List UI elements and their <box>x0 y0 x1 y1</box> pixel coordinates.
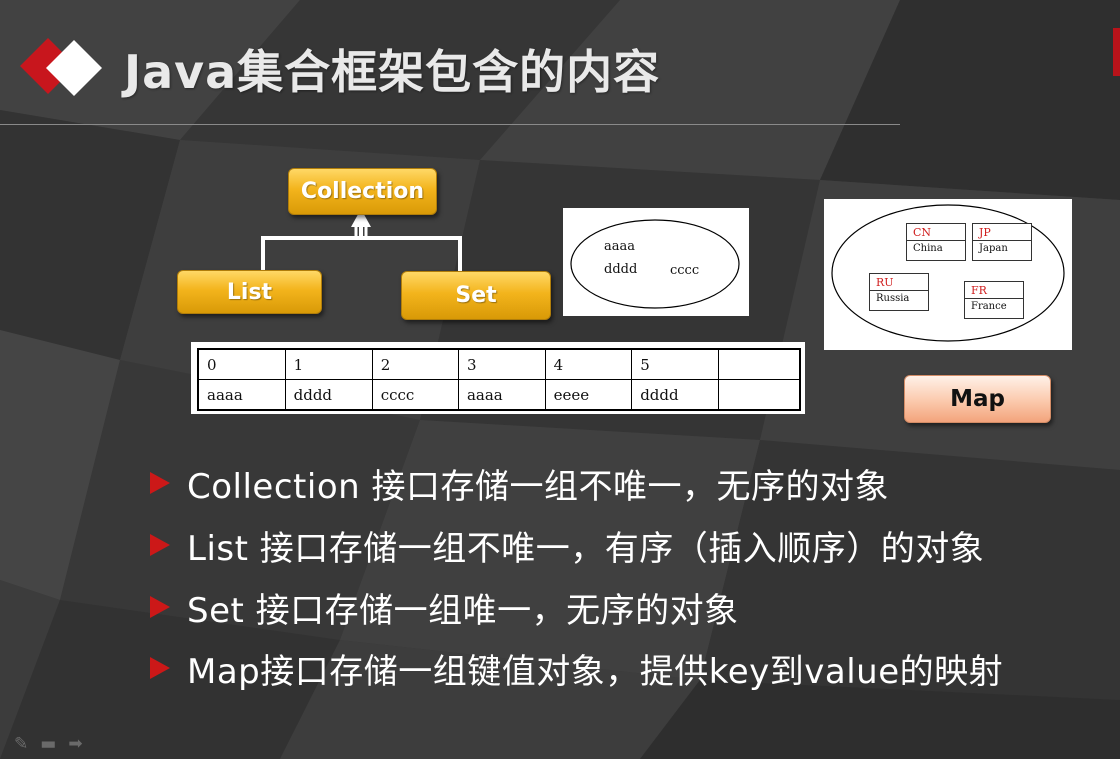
value-cell: aaaa <box>197 379 286 411</box>
set-example-panel: aaaa dddd cccc <box>563 208 749 316</box>
screen-icon[interactable]: ▬ <box>40 734 57 754</box>
logo-icon <box>20 38 102 96</box>
value-cell: aaaa <box>457 379 546 411</box>
set-ellipse <box>570 219 740 309</box>
value-cell: cccc <box>371 379 459 411</box>
map-key: CN <box>913 226 932 239</box>
value-cell: dddd <box>631 379 720 411</box>
map-key: JP <box>979 226 991 239</box>
index-cell: 5 <box>631 348 720 380</box>
map-ellipse <box>831 204 1065 342</box>
index-cell: 3 <box>457 348 546 380</box>
map-entry-jp: JP Japan <box>972 223 1032 261</box>
map-entry-cn: CN China <box>906 223 966 261</box>
list-example-table: 0 1 2 3 4 5 aaaa dddd cccc aaaa eeee ddd… <box>197 348 801 411</box>
hierarchy-connector <box>261 209 462 275</box>
map-value: Russia <box>876 293 910 304</box>
map-value: China <box>913 243 943 254</box>
map-value: France <box>971 301 1007 312</box>
index-cell: 0 <box>197 348 286 380</box>
value-cell <box>718 379 801 411</box>
bullet-text: Map接口存储一组键值对象，提供key到value的映射 <box>187 651 1004 692</box>
arrow-icon[interactable]: ➡ <box>68 734 83 754</box>
index-cell <box>718 348 801 380</box>
pen-icon[interactable]: ✎ <box>14 734 29 754</box>
set-box: Set <box>401 271 551 320</box>
collection-box: Collection <box>288 168 437 215</box>
index-cell: 1 <box>284 348 373 380</box>
map-box: Map <box>904 375 1051 423</box>
value-cell: dddd <box>284 379 373 411</box>
map-entry-fr: FR France <box>964 281 1024 319</box>
list-box: List <box>177 270 322 314</box>
bullet-text: Set 接口存储一组唯一，无序的对象 <box>187 590 739 631</box>
map-example-panel: CN China JP Japan RU Russia FR France <box>824 199 1072 350</box>
map-value: Japan <box>979 243 1008 254</box>
bullet-set: Set 接口存储一组唯一，无序的对象 <box>150 582 739 632</box>
title-divider <box>0 124 900 125</box>
map-key: RU <box>876 276 894 289</box>
index-cell: 2 <box>371 348 459 380</box>
slide-title: Java集合框架包含的内容 <box>124 45 661 99</box>
table-row: 0 1 2 3 4 5 <box>197 348 801 380</box>
bullet-arrow-icon <box>150 534 170 556</box>
set-item: aaaa <box>604 239 636 254</box>
map-entry-ru: RU Russia <box>869 273 929 311</box>
table-row: aaaa dddd cccc aaaa eeee dddd <box>197 379 801 411</box>
set-item: dddd <box>604 262 638 277</box>
bullet-arrow-icon <box>150 596 170 618</box>
bullet-arrow-icon <box>150 472 170 494</box>
bullet-collection: Collection 接口存储一组不唯一，无序的对象 <box>150 458 889 508</box>
bullet-map: Map接口存储一组键值对象，提供key到value的映射 <box>150 643 1003 693</box>
bullet-list: List 接口存储一组不唯一，有序（插入顺序）的对象 <box>150 520 984 570</box>
bullet-arrow-icon <box>150 657 170 679</box>
value-cell: eeee <box>544 379 633 411</box>
map-key: FR <box>971 284 987 297</box>
edge-accent <box>1113 28 1120 76</box>
bullet-text: Collection 接口存储一组不唯一，无序的对象 <box>187 466 889 507</box>
set-item: cccc <box>670 263 700 278</box>
slideshow-controls: ✎ ▬ ➡ <box>14 734 83 754</box>
bullet-text: List 接口存储一组不唯一，有序（插入顺序）的对象 <box>187 528 985 569</box>
index-cell: 4 <box>544 348 633 380</box>
